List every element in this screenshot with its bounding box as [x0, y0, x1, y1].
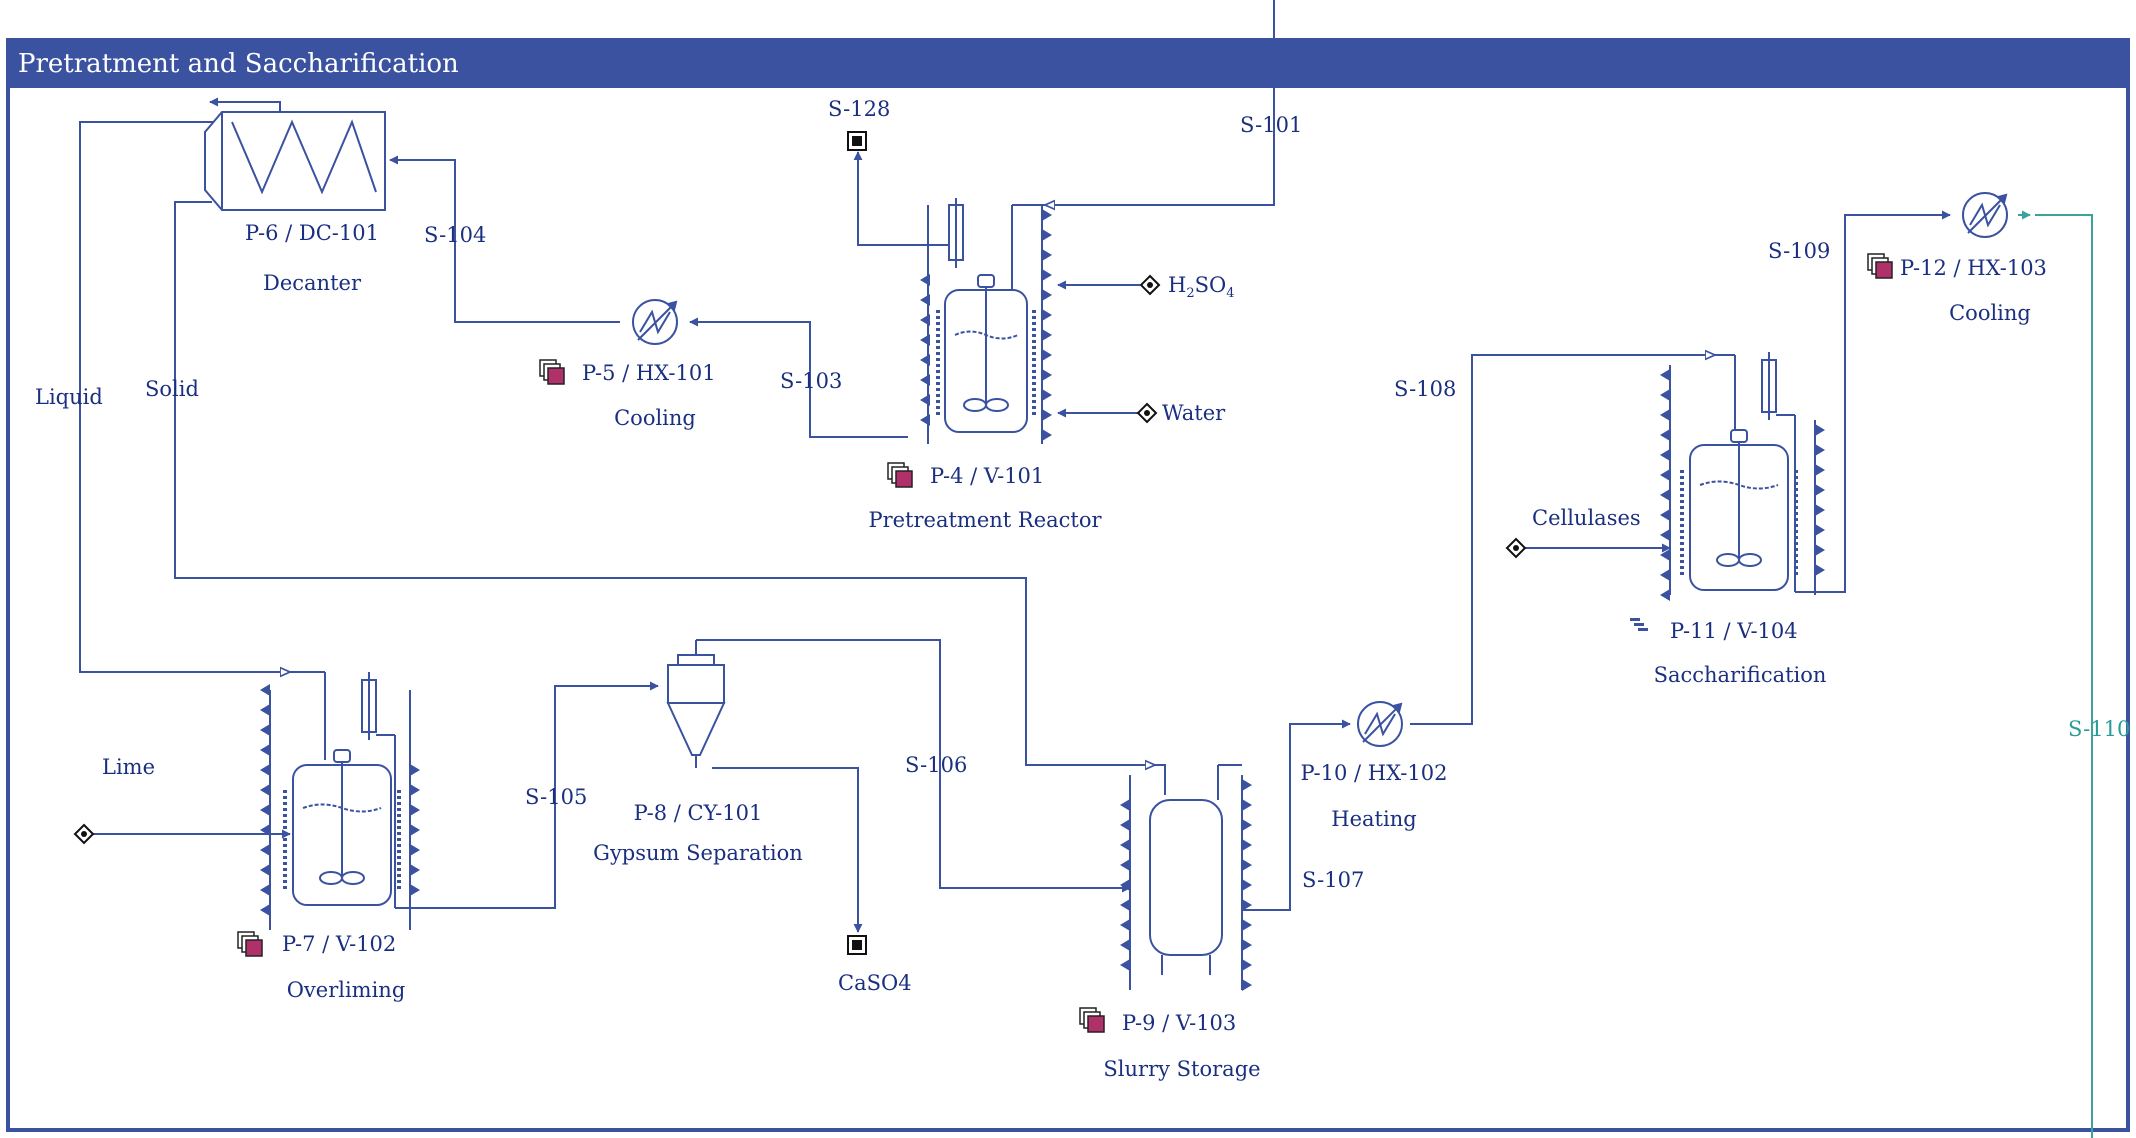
section-header: Pretratment and Saccharification — [10, 42, 2126, 88]
unit-p6-id: P-6 / DC-101 — [245, 221, 379, 245]
stream-s106-label: S-106 — [905, 753, 967, 777]
unit-p12-desc: Cooling — [1949, 301, 2031, 325]
stream-s103-label: S-103 — [780, 369, 842, 393]
stream-s108-line — [1410, 355, 1715, 725]
stream-s104-line — [389, 155, 620, 323]
stream-s106-line — [714, 639, 1131, 893]
stream-caso4-label: CaSO4 — [838, 971, 912, 995]
stream-source-icon[interactable] — [1505, 537, 1527, 559]
unit-p8-id: P-8 / CY-101 — [634, 801, 763, 825]
stream-lime-label: Lime — [102, 755, 155, 779]
slurry-storage-v103 — [1129, 764, 1243, 990]
stream-s108-label: S-108 — [1394, 377, 1456, 401]
stream-liquid-line — [79, 121, 290, 672]
unit-labels: P-6 / DC-101 Decanter P-5 / HX-101 Cooli… — [245, 221, 2047, 1081]
stream-source-icon[interactable] — [1139, 274, 1161, 296]
stream-water-label: Water — [1162, 401, 1226, 425]
stream-s110-label: S-110 — [2068, 717, 2130, 741]
stream-s109-label: S-109 — [1768, 239, 1830, 263]
stream-s110-line — [2035, 214, 2093, 1138]
hx103 — [1962, 192, 2008, 238]
stream-s128-line — [853, 151, 952, 246]
unit-p5-desc: Cooling — [614, 406, 696, 430]
section-title: Pretratment and Saccharification — [18, 49, 459, 79]
procedure-icon[interactable] — [887, 462, 913, 488]
hx102 — [1357, 701, 1403, 747]
unit-p8-desc: Gypsum Separation — [593, 841, 803, 865]
unit-p10-desc: Heating — [1331, 807, 1416, 831]
reactor-v101-side-arrows — [920, 209, 1052, 441]
hx101 — [632, 299, 678, 345]
unit-p5-id: P-5 / HX-101 — [582, 361, 716, 385]
stream-s104-label: S-104 — [424, 223, 486, 247]
procedure-icon[interactable] — [237, 931, 263, 957]
decanter-dc101 — [204, 111, 386, 211]
unit-p4-id: P-4 / V-101 — [930, 464, 1044, 488]
stream-caso4-line — [712, 767, 863, 933]
procedure-icon[interactable] — [1079, 1007, 1105, 1033]
unit-p12-id: P-12 / HX-103 — [1900, 256, 2047, 280]
stream-source-icon[interactable] — [1136, 402, 1158, 424]
saccharification-v104-side-arrows — [1660, 369, 1825, 601]
stream-s105-label: S-105 — [525, 785, 587, 809]
stream-solid-line — [174, 201, 1155, 765]
stream-liquid-label: Liquid — [35, 385, 103, 409]
stream-sink-icon[interactable] — [847, 935, 867, 955]
stream-labels: S-101 S-128 H2SO4 Water S-103 S-104 Liqu… — [35, 97, 2130, 995]
stream-h2so4-label: H2SO4 — [1168, 273, 1235, 301]
stream-solid-label: Solid — [145, 377, 199, 401]
batch-schedule-icon[interactable] — [1630, 618, 1648, 631]
unit-p11-desc: Saccharification — [1654, 663, 1827, 687]
unit-p9-id: P-9 / V-103 — [1122, 1011, 1236, 1035]
overliming-v102-side-arrows — [260, 684, 420, 916]
unit-p11-id: P-11 / V-104 — [1670, 619, 1798, 643]
stream-s128-label: S-128 — [828, 97, 890, 121]
stream-s103-line — [689, 317, 908, 438]
stream-s109-line — [1815, 210, 1951, 593]
unit-p7-id: P-7 / V-102 — [282, 932, 396, 956]
stream-sink-icon[interactable] — [847, 131, 867, 151]
stream-s107-label: S-107 — [1302, 868, 1364, 892]
reactor-v101 — [927, 198, 1045, 444]
procedure-icon[interactable] — [1867, 253, 1893, 279]
unit-p6-desc: Decanter — [263, 271, 362, 295]
section-frame: Pretratment and Saccharification — [6, 38, 2130, 1132]
slurry-storage-v103-side-arrows — [1120, 779, 1252, 991]
stream-s101-line — [1045, 0, 1275, 205]
stream-s105-line — [420, 681, 659, 909]
stream-s107-line — [1242, 719, 1351, 911]
cyclone-cy101 — [666, 639, 726, 768]
stream-source-icon[interactable] — [73, 823, 95, 845]
stream-s101-label: S-101 — [1240, 113, 1302, 137]
overliming-v102 — [269, 671, 420, 930]
saccharification-v104 — [1669, 352, 1816, 595]
stream-cellulases-label: Cellulases — [1532, 506, 1641, 530]
decanter-screw — [231, 119, 377, 195]
unit-p9-desc: Slurry Storage — [1103, 1057, 1260, 1081]
unit-p4-desc: Pretreatment Reactor — [868, 508, 1102, 532]
unit-p7-desc: Overliming — [287, 978, 406, 1002]
procedure-icon[interactable] — [539, 359, 565, 385]
unit-p10-id: P-10 / HX-102 — [1301, 761, 1448, 785]
